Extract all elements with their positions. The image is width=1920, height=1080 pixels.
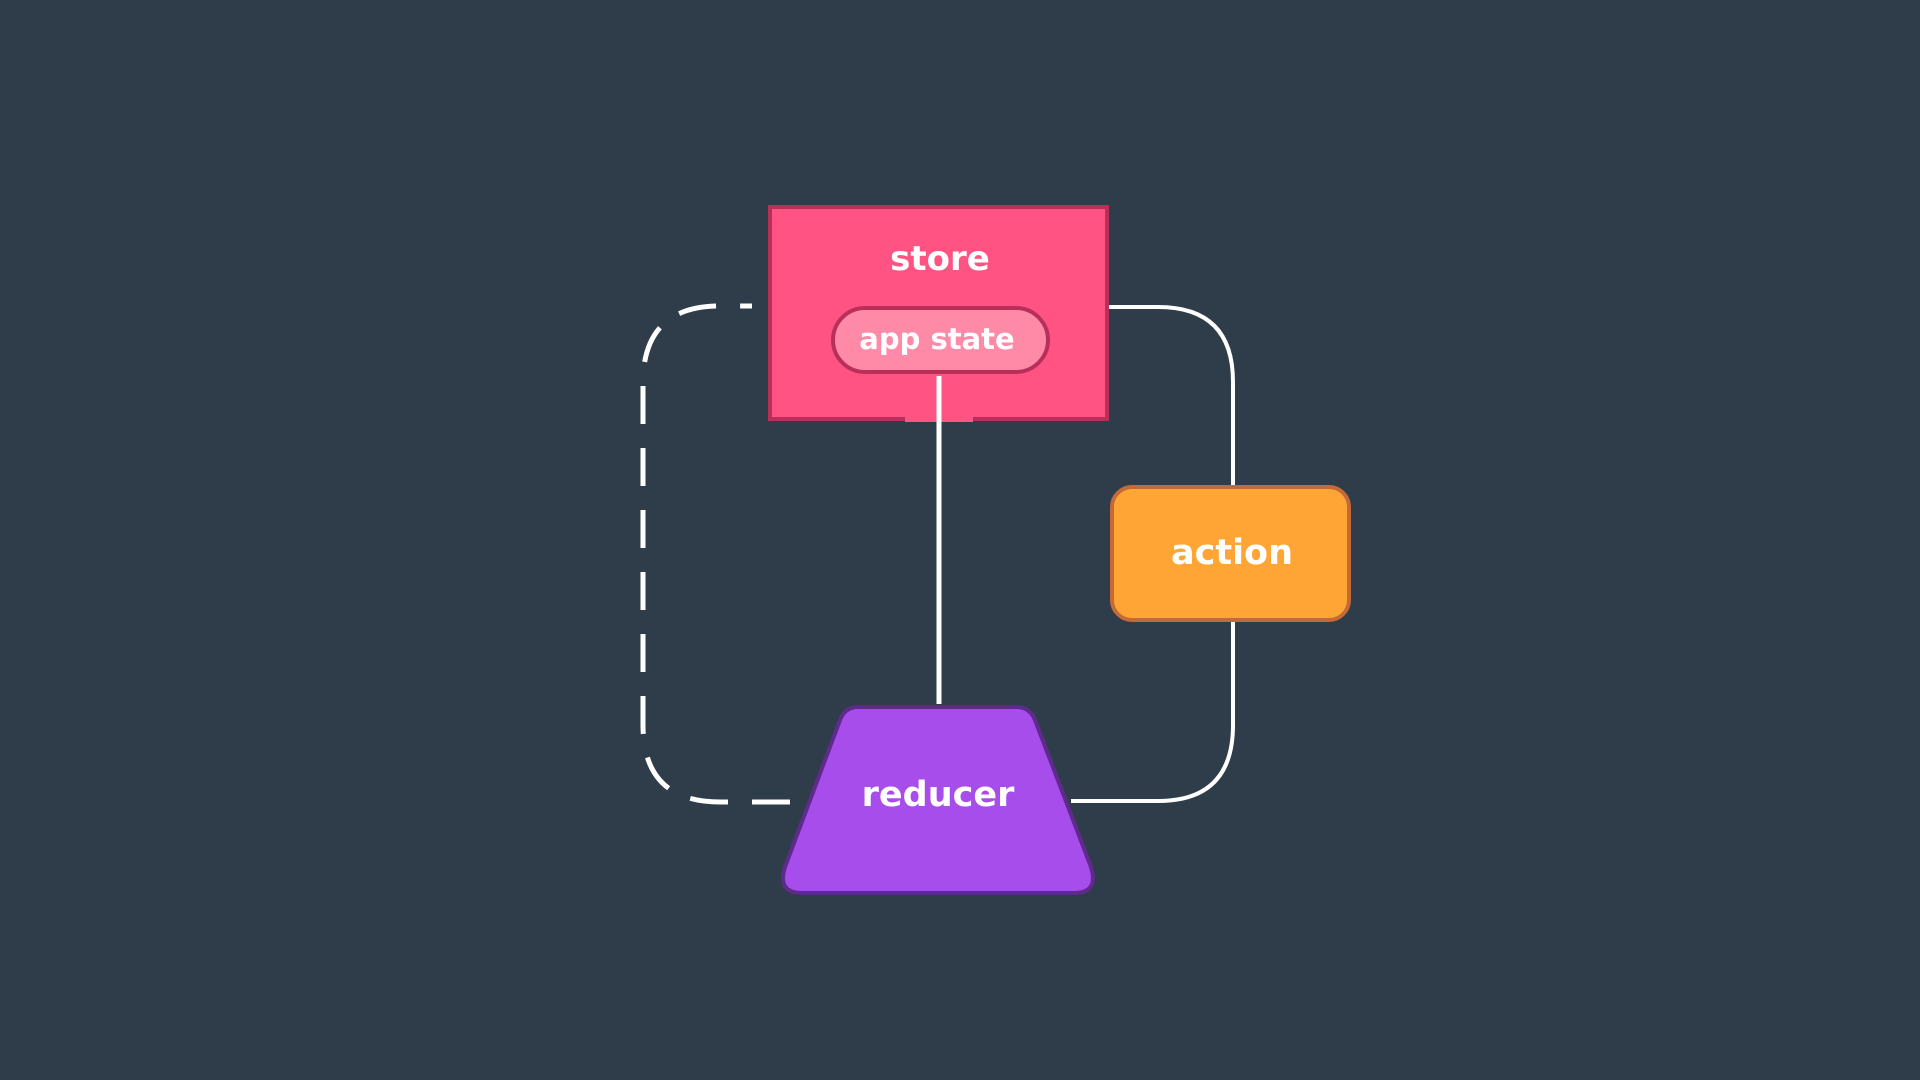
reducer-shape <box>781 705 1095 895</box>
app-state-pill <box>831 306 1050 374</box>
reducer-node: reducer <box>781 705 1095 895</box>
action-label: action <box>1171 533 1293 573</box>
action-box <box>1110 485 1351 622</box>
connector-action-to-reducer <box>1071 622 1235 803</box>
store-label: store <box>890 239 990 279</box>
reducer-label: reducer <box>862 775 1015 815</box>
action-node: action <box>1110 485 1351 622</box>
connector-store-to-action <box>1109 305 1235 485</box>
app-state-label: app state <box>859 322 1014 356</box>
connector-reducer-to-store <box>640 303 790 805</box>
